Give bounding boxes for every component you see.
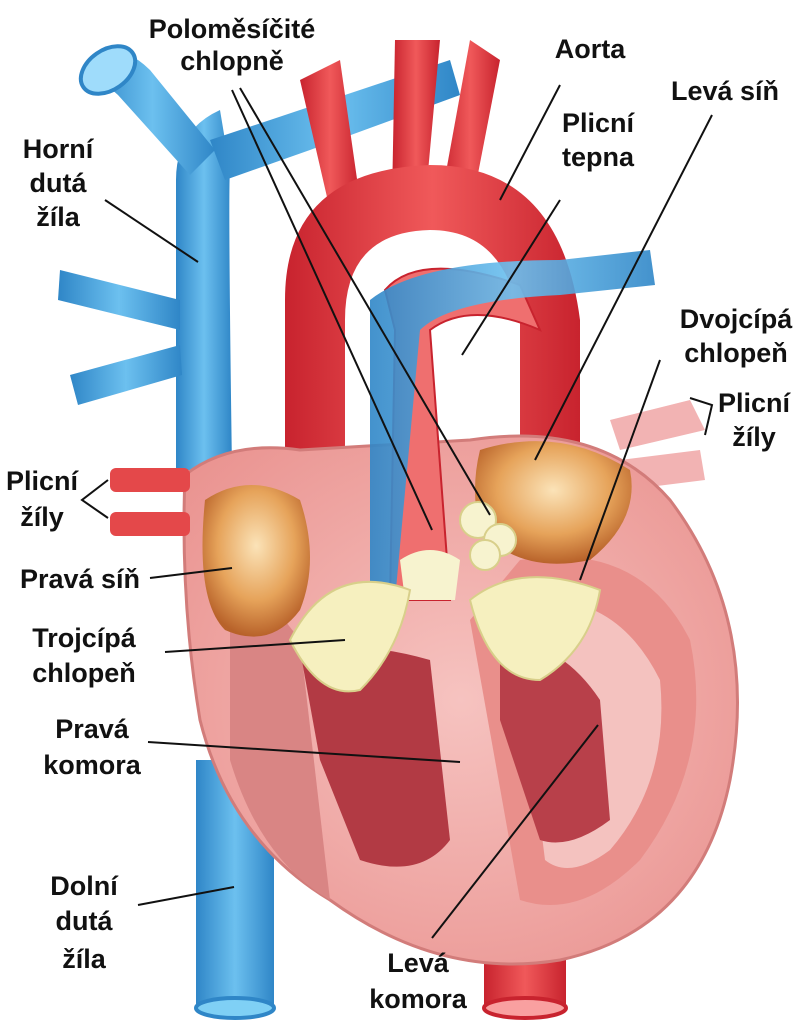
label-semilunar-valves: Poloměsíčité chlopně xyxy=(149,14,316,76)
label-line: Poloměsíčité xyxy=(149,14,316,44)
label-line: Pravá xyxy=(55,714,130,744)
label-pulmonary-artery: Plicní tepna xyxy=(562,108,636,172)
label-line: žíly xyxy=(732,422,776,452)
leader-pulmonary-veins-left xyxy=(82,480,108,518)
label-line: komora xyxy=(43,750,142,780)
label-right-atrium: Pravá síň xyxy=(20,564,140,594)
label-line: Horní xyxy=(23,134,95,164)
label-pulmonary-veins-left: Plicní žíly xyxy=(6,466,80,532)
label-pulmonary-veins-right: Plicní žíly xyxy=(718,388,792,452)
label-line: žíla xyxy=(36,202,81,232)
label-aorta: Aorta xyxy=(555,34,626,64)
label-line: Levá xyxy=(387,948,450,978)
label-right-ventricle: Pravá komora xyxy=(43,714,142,780)
label-line: Plicní xyxy=(718,388,792,418)
right-atrium xyxy=(203,485,311,637)
label-mitral-valve: Dvojcípá chlopeň xyxy=(680,304,794,368)
label-line: Dvojcípá xyxy=(680,304,794,334)
label-line: Pravá síň xyxy=(20,564,140,594)
label-line: Levá síň xyxy=(671,76,779,106)
label-line: Aorta xyxy=(555,34,626,64)
label-superior-vena-cava: Horní dutá žíla xyxy=(23,134,95,232)
label-line: dutá xyxy=(30,168,88,198)
label-line: Dolní xyxy=(50,871,119,901)
label-line: Trojcípá xyxy=(32,623,137,653)
pulmonary-veins-left xyxy=(110,468,190,536)
label-line: dutá xyxy=(56,906,114,936)
leader-aorta xyxy=(500,85,560,200)
label-line: tepna xyxy=(562,142,635,172)
label-line: chlopně xyxy=(180,46,284,76)
label-line: žíla xyxy=(62,944,107,974)
label-line: žíly xyxy=(20,502,64,532)
label-line: komora xyxy=(369,984,468,1014)
label-line: chlopeň xyxy=(32,658,136,688)
label-left-atrium: Levá síň xyxy=(671,76,779,106)
label-tricuspid-valve: Trojcípá chlopeň xyxy=(32,623,137,688)
label-line: Plicní xyxy=(562,108,636,138)
label-inferior-vena-cava: Dolní dutá žíla xyxy=(50,871,119,974)
label-line: chlopeň xyxy=(684,338,788,368)
label-line: Plicní xyxy=(6,466,80,496)
